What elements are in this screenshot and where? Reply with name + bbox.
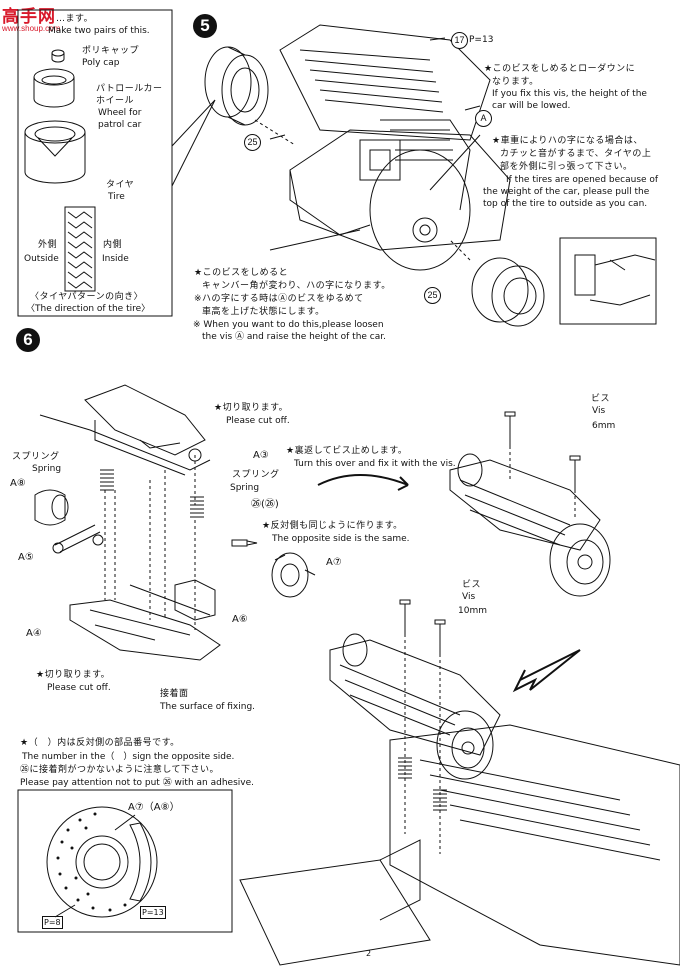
spring-right-en: Spring bbox=[230, 483, 260, 493]
brake-p8-label: P=8 bbox=[42, 916, 63, 929]
inside-en: Inside bbox=[102, 254, 129, 264]
note3-en-1: ※ When you want to do this,please loosen bbox=[193, 320, 384, 330]
wheel-jp-2: ホイール bbox=[96, 96, 135, 106]
note2-jp-2: カチッと音がするまで、タイヤの上 bbox=[500, 149, 652, 159]
a7-label: A⑦ bbox=[326, 557, 342, 568]
note2-en-2: the weight of the car, please pull the bbox=[483, 187, 650, 197]
note1-en-2: car will be lowed. bbox=[492, 101, 571, 111]
vis-10-en: Vis bbox=[462, 592, 476, 602]
wheel-jp-1: パトロールカー bbox=[96, 84, 163, 94]
poly-cap-jp: ポリキャップ bbox=[82, 46, 140, 56]
step-5-number: 5 bbox=[193, 14, 217, 38]
opposite-jp: ★反対側も同じように作ります。 bbox=[262, 521, 403, 531]
note2-jp-1: ★車重によりハの字になる場合は、 bbox=[492, 136, 643, 146]
inset-top-jp: …ます。 bbox=[56, 14, 94, 24]
part-17-label: 17 bbox=[451, 32, 468, 49]
opposite-en: The opposite side is the same. bbox=[272, 534, 410, 544]
note2-en-3: top of the tire to outside as you can. bbox=[483, 199, 648, 209]
part-26-pair-label: ㉖(㉖) bbox=[251, 499, 279, 510]
tire-jp: タイヤ bbox=[106, 180, 135, 190]
cut-off-bottom-en: Please cut off. bbox=[47, 683, 111, 693]
outside-jp: 外側 bbox=[38, 240, 58, 250]
tire-inset-frame bbox=[17, 9, 173, 317]
inside-jp: 内側 bbox=[103, 240, 123, 250]
part-17-page: P=13 bbox=[469, 35, 494, 45]
cut-off-top-jp: ★切り取ります。 bbox=[214, 403, 289, 413]
note-paren-jp: ★（ ）内は反対側の部品番号です。 bbox=[20, 738, 180, 748]
note2-jp-3: 部を外側に引っ張って下さい。 bbox=[500, 162, 633, 172]
a8-label: A⑧ bbox=[10, 478, 26, 489]
wheel-en-1: Wheel for bbox=[98, 108, 142, 118]
tire-en: Tire bbox=[108, 192, 125, 202]
note3-jp-4: 車高を上げた状態にします。 bbox=[202, 307, 325, 317]
spring-left-jp: スプリング bbox=[12, 452, 60, 462]
note3-en-2: the vis Ⓐ and raise the height of the ca… bbox=[202, 332, 387, 342]
part-25-top-label: 25 bbox=[244, 134, 261, 151]
note-26-jp: ㉖に接着剤がつかないように注意して下さい。 bbox=[20, 765, 220, 775]
note-paren-en: The number in the（ ）sign the opposite si… bbox=[22, 752, 235, 762]
vis-10-jp: ビス bbox=[462, 580, 482, 590]
a3-label: A③ bbox=[253, 450, 269, 461]
site-watermark: 高手网 www.shoup.com bbox=[2, 2, 60, 33]
watermark-main: 高手网 bbox=[2, 7, 56, 26]
cut-off-bottom-jp: ★切り取ります。 bbox=[36, 670, 111, 680]
turn-over-jp: ★裏返してビス止めします。 bbox=[286, 446, 408, 456]
turn-over-en: Turn this over and fix it with the vis. bbox=[294, 459, 456, 469]
vis-6-en: Vis bbox=[592, 406, 606, 416]
a5-label: A⑤ bbox=[18, 552, 34, 563]
spring-right-jp: スプリング bbox=[232, 470, 280, 480]
surface-en: The surface of fixing. bbox=[160, 702, 256, 712]
wheel-en-2: patrol car bbox=[98, 120, 142, 130]
a4-label: A④ bbox=[26, 628, 42, 639]
surface-jp: 接着面 bbox=[160, 689, 189, 699]
brake-label: A⑦（A⑧） bbox=[128, 802, 180, 813]
pattern-jp: 〈タイヤパターンの向き〉 bbox=[30, 292, 144, 302]
note1-jp-1: ★このビスをしめるとローダウンに bbox=[484, 64, 636, 74]
note3-jp-3: ※ハの字にする時はⒶのビスをゆるめて bbox=[194, 294, 364, 304]
note-26-en: Please pay attention not to put ㉖ with a… bbox=[20, 778, 254, 788]
marker-a-label: A bbox=[475, 110, 492, 127]
vis-6-jp: ビス bbox=[591, 394, 611, 404]
note2-en-1: If the tires are opened because of bbox=[506, 175, 659, 185]
note1-jp-2: なります。 bbox=[492, 77, 539, 87]
part-25-bottom-label: 25 bbox=[424, 287, 441, 304]
inset-top-en: Make two pairs of this. bbox=[48, 26, 150, 36]
vis-10-size: 10mm bbox=[458, 606, 487, 616]
brake-p13-label: P=13 bbox=[140, 906, 166, 919]
page-mark: 2 bbox=[366, 949, 372, 958]
outside-en: Outside bbox=[24, 254, 59, 264]
a6-label: A⑥ bbox=[232, 614, 248, 625]
cut-off-top-en: Please cut off. bbox=[226, 416, 290, 426]
step-6-number: 6 bbox=[16, 328, 40, 352]
vis-6-size: 6mm bbox=[592, 421, 616, 431]
poly-cap-en: Poly cap bbox=[82, 58, 120, 68]
note1-en-1: If you fix this vis, the height of the bbox=[492, 89, 647, 99]
watermark-sub: www.shoup.com bbox=[2, 24, 61, 33]
pattern-en: 〈The direction of the tire〉 bbox=[26, 304, 151, 314]
note3-jp-1: ★このビスをしめると bbox=[194, 268, 289, 278]
note3-jp-2: キャンバー角が変わり、ハの字になります。 bbox=[202, 281, 391, 291]
spring-left-en: Spring bbox=[32, 464, 62, 474]
